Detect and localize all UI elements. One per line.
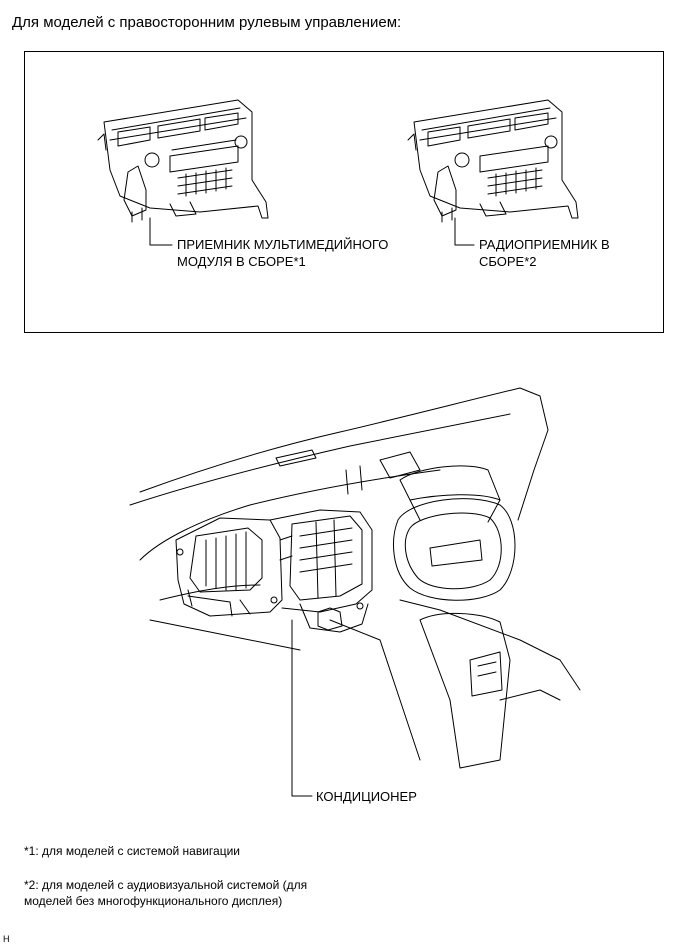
footnote-1: *1: для моделей с системой навигации bbox=[24, 844, 240, 858]
air-conditioner-leader bbox=[291, 619, 313, 797]
radio-receiver-label-line1: РАДИОПРИЕМНИК В bbox=[479, 237, 610, 252]
corner-mark: H bbox=[3, 934, 10, 944]
page-heading: Для моделей с правосторонним рулевым упр… bbox=[12, 14, 402, 31]
dashboard-illustration bbox=[129, 387, 581, 769]
footnote-2-line2: моделей без многофункционального дисплея… bbox=[24, 894, 283, 908]
radio-receiver-label-line2: СБОРЕ*2 bbox=[479, 254, 537, 269]
multimedia-receiver-label-line2: МОДУЛЯ В СБОРЕ*1 bbox=[177, 254, 306, 269]
inset-frame bbox=[24, 51, 664, 333]
multimedia-receiver-leader bbox=[149, 217, 173, 246]
air-conditioner-illustration bbox=[175, 509, 373, 633]
multimedia-receiver-label-line1: ПРИЕМНИК МУЛЬТИМЕДИЙНОГО bbox=[177, 237, 389, 252]
footnote-2-line1: *2: для моделей с аудиовизуальной систем… bbox=[24, 878, 308, 892]
air-conditioner-label: КОНДИЦИОНЕР bbox=[316, 789, 417, 804]
multimedia-receiver-illustration bbox=[97, 99, 269, 223]
radio-receiver-illustration bbox=[407, 99, 579, 223]
radio-receiver-leader bbox=[454, 217, 475, 246]
